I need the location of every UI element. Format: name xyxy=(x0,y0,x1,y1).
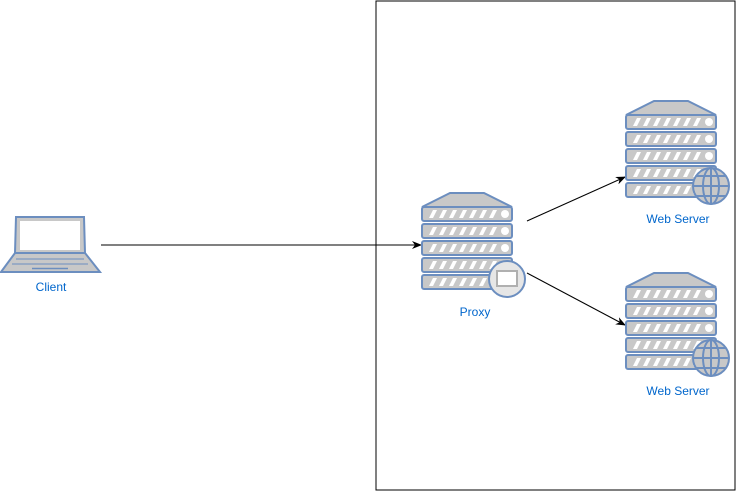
node-label: Proxy xyxy=(460,305,491,319)
laptop-icon xyxy=(0,216,103,273)
globe-icon xyxy=(692,339,730,377)
edge-proxy-web2[interactable] xyxy=(526,272,626,326)
node-proxy[interactable]: Proxy xyxy=(422,193,526,319)
web-server-icon xyxy=(626,273,730,377)
node-label: Client xyxy=(36,280,67,294)
node-label: Web Server xyxy=(646,212,709,226)
edge-proxy-web1[interactable] xyxy=(526,176,626,222)
globe-icon xyxy=(692,167,730,205)
node-web-server-2[interactable]: Web Server xyxy=(626,273,730,398)
node-web-server-1[interactable]: Web Server xyxy=(626,101,730,226)
node-client[interactable]: Client xyxy=(0,216,103,294)
node-label: Web Server xyxy=(646,384,709,398)
proxy-server-icon xyxy=(422,193,526,298)
web-server-icon xyxy=(626,101,730,205)
